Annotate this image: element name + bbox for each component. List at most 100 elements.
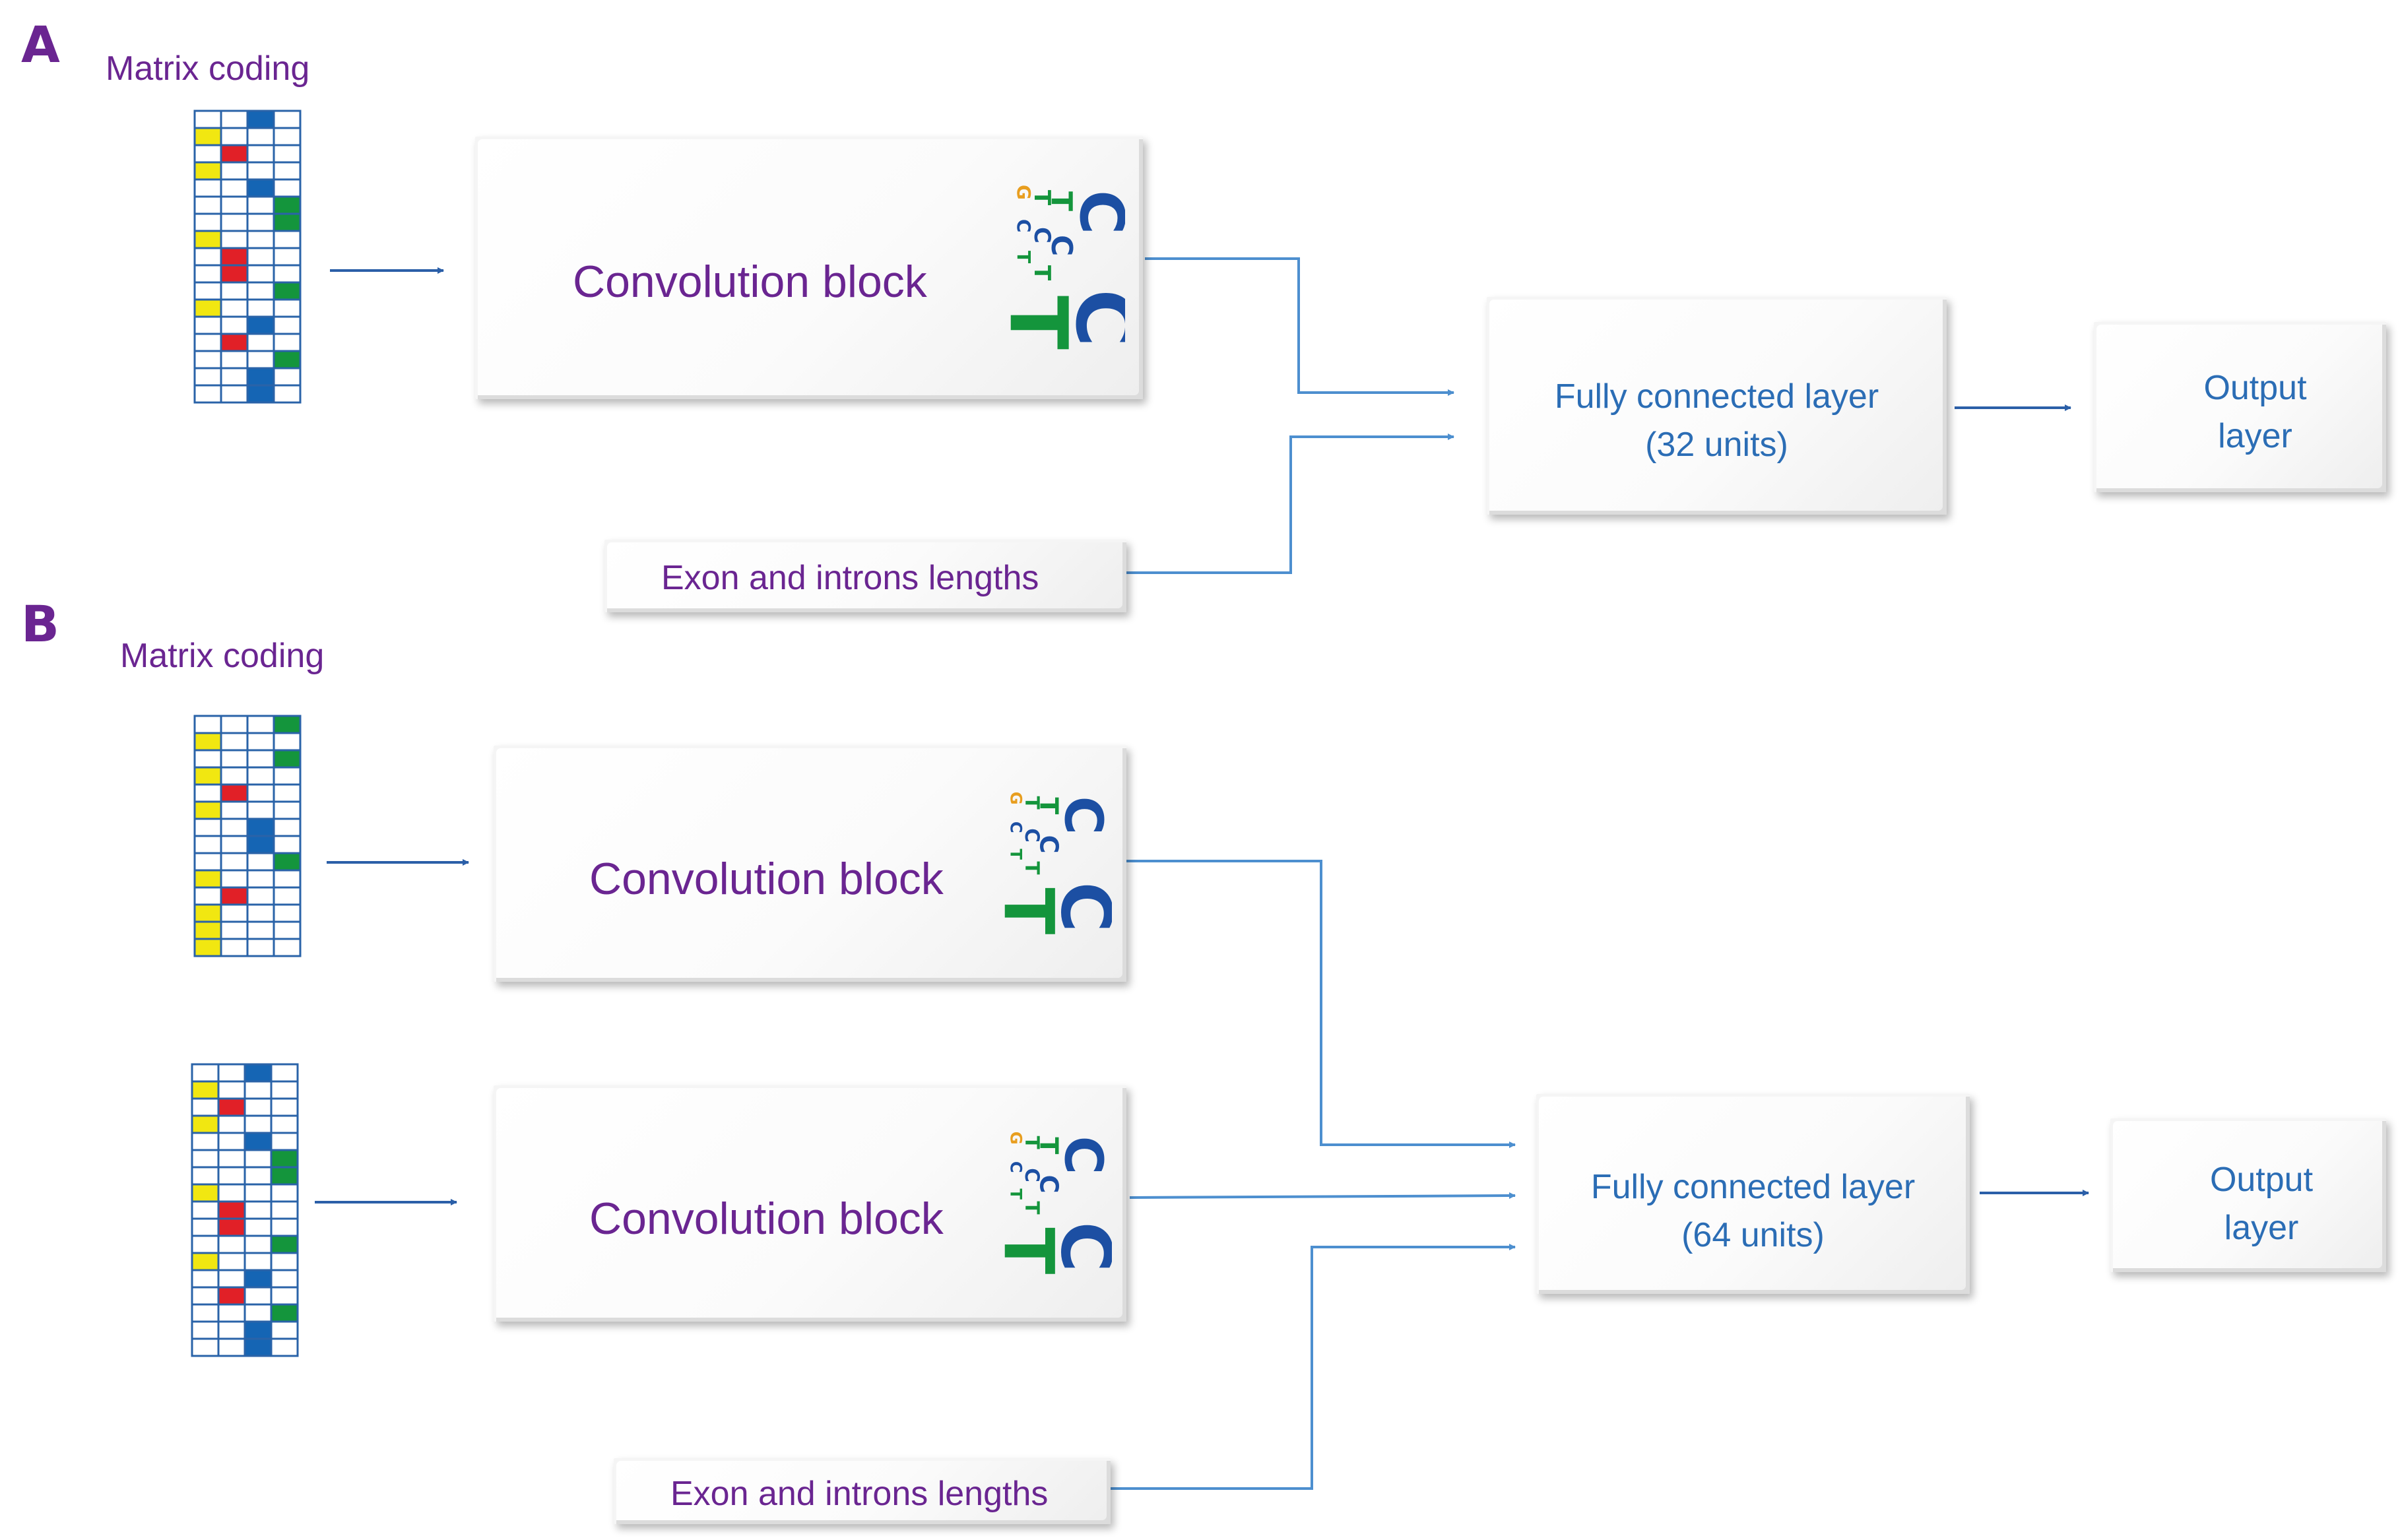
matrix-cell xyxy=(246,886,275,906)
sequence-logo-icon-a: C T C T C T G C T C T xyxy=(1003,185,1125,350)
matrix-cell-filled xyxy=(246,315,275,335)
matrix-cell-filled xyxy=(246,835,275,854)
logo-col: C T C T C T G C T C T xyxy=(1003,185,1125,350)
matrix-cell xyxy=(243,1200,273,1220)
matrix-cell xyxy=(246,281,275,301)
matrix-cell xyxy=(191,1337,220,1357)
output-line1-b: Output xyxy=(2209,1161,2314,1199)
matrix-cell xyxy=(191,1303,220,1323)
svg-text:C: C xyxy=(1021,1168,1043,1182)
matrix-cell-filled xyxy=(191,1252,220,1271)
matrix-cell xyxy=(270,1097,299,1117)
svg-text:T: T xyxy=(1034,1137,1063,1154)
output-layer-a xyxy=(2094,322,2386,492)
matrix-cell xyxy=(273,818,302,837)
matrix-cell xyxy=(270,1132,299,1151)
matrix-cell xyxy=(273,903,302,923)
matrix-cell xyxy=(193,350,222,369)
matrix-cell xyxy=(191,1200,220,1220)
matrix-cell xyxy=(270,1063,299,1083)
matrix-cell xyxy=(193,247,222,267)
matrix-cell xyxy=(243,1097,273,1117)
svg-text:T: T xyxy=(1021,1201,1043,1214)
matrix-cell xyxy=(246,161,275,181)
matrix-cell xyxy=(246,852,275,872)
matrix-cell-filled xyxy=(243,1269,273,1289)
matrix-cell xyxy=(193,110,222,129)
matrix-cell xyxy=(193,886,222,906)
matrix-cell xyxy=(193,195,222,215)
matrix-cell xyxy=(217,1080,246,1100)
matrix-cell xyxy=(246,298,275,318)
matrix-cell xyxy=(246,920,275,940)
sequence-logo-icon-b-bottom: C T C T C T G C T C T xyxy=(990,1132,1112,1275)
matrix-cell xyxy=(191,1286,220,1306)
matrix-cell xyxy=(270,1200,299,1220)
matrix-cell-filled xyxy=(193,800,222,820)
matrix-cell xyxy=(273,110,302,129)
matrix-cell xyxy=(191,1132,220,1151)
matrix-cell-filled xyxy=(246,110,275,129)
matrix-cell xyxy=(273,127,302,146)
matrix-cell-filled xyxy=(273,749,302,769)
svg-text:T: T xyxy=(1006,849,1025,860)
matrix-cell-filled xyxy=(246,384,275,404)
fully-connected-layer-a xyxy=(1487,297,1947,515)
matrix-cell xyxy=(220,384,249,404)
matrix-cell xyxy=(273,938,302,957)
svg-text:C: C xyxy=(1053,1136,1112,1175)
matrix-cell xyxy=(246,715,275,734)
connector-conv-bottom-to-fc-b xyxy=(1129,1192,1516,1200)
matrix-cell xyxy=(246,732,275,752)
matrix-cell-filled xyxy=(243,1132,273,1151)
matrix-cell xyxy=(243,1235,273,1254)
matrix-cell-filled xyxy=(217,1217,246,1237)
connector-exon-to-fc-a xyxy=(1126,433,1454,574)
matrix-cell-filled xyxy=(243,1337,273,1357)
convolution-block-b-bottom xyxy=(494,1085,1126,1322)
matrix-cell xyxy=(191,1097,220,1117)
matrix-cell xyxy=(246,230,275,249)
matrix-cell xyxy=(246,766,275,786)
matrix-cell xyxy=(273,161,302,181)
matrix-cell xyxy=(273,333,302,352)
svg-text:T: T xyxy=(1021,796,1043,810)
matrix-cell xyxy=(246,144,275,164)
matrix-cell xyxy=(243,1217,273,1237)
matrix-cell xyxy=(273,367,302,387)
matrix-cell xyxy=(246,350,275,369)
matrix-cell-filled xyxy=(193,766,222,786)
matrix-cell xyxy=(191,1217,220,1237)
matrix-cell xyxy=(246,333,275,352)
matrix-cell-filled xyxy=(270,1235,299,1254)
convolution-block-label-b-bottom: Convolution block xyxy=(589,1194,944,1244)
connector-conv-top-to-fc-b xyxy=(1126,860,1516,1148)
matrix-cell xyxy=(273,247,302,267)
matrix-cell xyxy=(270,1337,299,1357)
matrix-cell xyxy=(191,1149,220,1169)
matrix-cell xyxy=(217,1183,246,1203)
matrix-cell xyxy=(193,818,222,837)
fc-line1-b: Fully connected layer xyxy=(1590,1168,1916,1206)
matrix-cell-filled xyxy=(270,1166,299,1186)
matrix-cell xyxy=(220,350,249,369)
matrix-cell xyxy=(246,903,275,923)
matrix-cell xyxy=(193,144,222,164)
matrix-cell xyxy=(217,1269,246,1289)
matrix-cell xyxy=(193,715,222,734)
exon-introns-lengths-input-a xyxy=(604,540,1126,612)
fully-connected-layer-b xyxy=(1536,1094,1970,1294)
svg-text:C: C xyxy=(1045,1222,1112,1272)
matrix-cell xyxy=(270,1183,299,1203)
matrix-cell xyxy=(243,1286,273,1306)
matrix-cell-filled xyxy=(273,195,302,215)
matrix-cell xyxy=(220,715,249,734)
svg-text:C: C xyxy=(1034,1175,1063,1194)
matrix-cell xyxy=(191,1063,220,1083)
matrix-cell xyxy=(220,749,249,769)
matrix-cell xyxy=(220,920,249,940)
svg-text:C: C xyxy=(1021,828,1043,843)
matrix-cell xyxy=(220,367,249,387)
